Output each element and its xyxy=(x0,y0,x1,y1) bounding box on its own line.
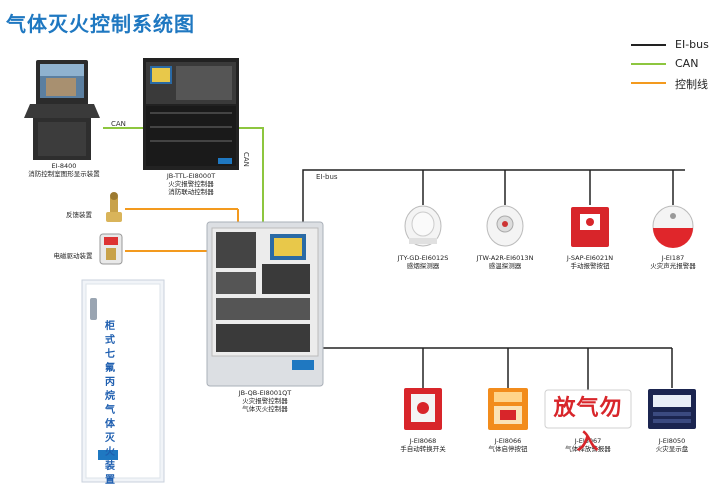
noenter-model: J-EI8067 xyxy=(574,437,602,445)
manual-alarm-button-image xyxy=(571,207,609,247)
sounder-name: 火灾声光报警器 xyxy=(650,262,696,270)
feedback-label: 反馈装置 xyxy=(66,211,92,219)
smoke-caption: JTY-GD-EI6012S 感烟探测器 xyxy=(383,254,463,270)
ei8400-console-image xyxy=(24,60,100,160)
jbttl-cabinet-image xyxy=(143,58,239,170)
switch-name: 手自动转换开关 xyxy=(400,445,446,453)
smoke-model: JTY-GD-EI6012S xyxy=(397,254,449,262)
startstop-model: J-EI8066 xyxy=(494,437,522,445)
jbqb-caption: JB-QB-EI8001QT 火灾报警控制器 气体灭火控制器 xyxy=(215,389,315,413)
can-line-vertical xyxy=(238,127,264,222)
jbqb-name1: 火灾报警控制器 xyxy=(242,397,288,405)
heat-name: 感温探测器 xyxy=(488,262,522,270)
can-label-vertical: CAN xyxy=(242,152,250,167)
sounder-model: J-EI187 xyxy=(661,254,685,262)
solenoid-device-image xyxy=(99,233,123,265)
heat-detector-image xyxy=(486,205,524,247)
display-name: 火灾显示盘 xyxy=(655,445,689,453)
jbttl-name1: 火灾报警控制器 xyxy=(168,180,214,188)
solenoid-label: 电磁驱动装置 xyxy=(53,252,93,260)
jbqb-name2: 气体灭火控制器 xyxy=(242,405,288,413)
ei8400-caption: EI-8400 消防控制室图形显示装置 xyxy=(22,162,106,178)
extinguisher-vertical-text: 柜式七氟丙烷气体灭火装置 xyxy=(105,321,115,486)
jbttl-name2: 消防联动控制器 xyxy=(168,188,214,196)
startstop-caption: J-EI8066 气体启停按钮 xyxy=(478,437,538,453)
legend-eibus-label: EI-bus xyxy=(675,38,709,51)
heat-caption: JTW-A2R-EI6013N 感温探测器 xyxy=(465,254,545,270)
feedback-device-image xyxy=(106,192,122,222)
legend-control-label: 控制线 xyxy=(675,78,708,91)
no-enter-sign-image xyxy=(544,389,632,429)
jbqb-controller-image xyxy=(206,221,324,387)
startstop-name: 气体启停按钮 xyxy=(488,445,528,453)
sounder-caption: J-EI187 火灾声光报警器 xyxy=(643,254,703,270)
can-label-horizontal: CAN xyxy=(111,120,126,128)
switch-caption: J-EI8068 手自动转换开关 xyxy=(393,437,453,453)
fire-display-panel-image xyxy=(648,389,696,429)
jbttl-caption: JB-TTL-EI8000T 火灾报警控制器 消防联动控制器 xyxy=(143,172,239,196)
noenter-name: 气体释放警报器 xyxy=(565,445,611,453)
display-model: J-EI8050 xyxy=(658,437,686,445)
manual-alarm-caption: J-SAP-EI6021N 手动报警按钮 xyxy=(550,254,630,270)
start-stop-button-image xyxy=(488,388,528,430)
manual-auto-switch-image xyxy=(404,388,442,430)
manual-alarm-name: 手动报警按钮 xyxy=(570,262,610,270)
extinguisher-cabinet-image xyxy=(81,279,165,483)
diagram-title: 气体灭火控制系统图 xyxy=(6,12,195,36)
no-enter-sign-text: 放气勿入 xyxy=(553,396,623,455)
smoke-name: 感烟探测器 xyxy=(406,262,440,270)
noenter-caption: J-EI8067 气体释放警报器 xyxy=(553,437,623,453)
eibus-label: EI-bus xyxy=(316,173,338,181)
ei8400-name: 消防控制室图形显示装置 xyxy=(28,170,100,178)
smoke-detector-image xyxy=(404,205,442,247)
display-caption: J-EI8050 火灾显示盘 xyxy=(642,437,702,453)
heat-model: JTW-A2R-EI6013N xyxy=(476,254,534,262)
ei8400-model: EI-8400 xyxy=(51,162,77,170)
switch-model: J-EI8068 xyxy=(409,437,437,445)
jbqb-model: JB-QB-EI8001QT xyxy=(238,389,292,397)
jbttl-model: JB-TTL-EI8000T xyxy=(166,172,216,180)
sounder-strobe-image xyxy=(652,205,694,248)
manual-alarm-model: J-SAP-EI6021N xyxy=(566,254,614,262)
eibus-top-trunk xyxy=(302,169,685,222)
legend-can-label: CAN xyxy=(675,57,699,70)
